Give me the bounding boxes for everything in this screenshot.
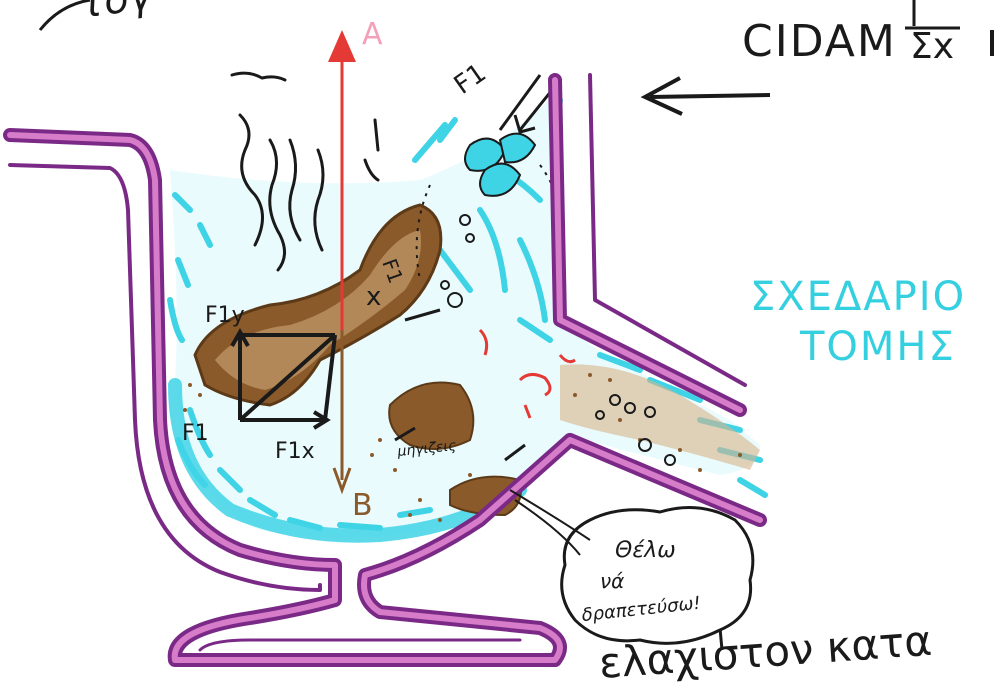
section-label-line1: ΣΧΕΔΑΡΙΟ xyxy=(750,274,966,320)
top-left-scrawl: τογ xyxy=(77,0,157,28)
label-f1: F1 xyxy=(182,421,209,446)
bubble-text-line1: Θέλω xyxy=(615,538,676,563)
label-f1x: F1x xyxy=(275,439,315,464)
label-point-a: A xyxy=(362,17,383,52)
label-f1-top: F1 xyxy=(449,58,492,101)
label-cross-x: x xyxy=(366,282,381,312)
label-point-b: B xyxy=(352,488,373,523)
bubble-text-line2: νά xyxy=(600,569,624,593)
top-right-text-cidam: CIDAM xyxy=(742,16,897,67)
top-right-text-sigma: Σx xyxy=(910,26,954,67)
section-label-line2: ΤΟΜΗΣ xyxy=(799,324,956,370)
arrow-left-icon xyxy=(645,78,770,114)
label-f1y: F1y xyxy=(205,303,245,328)
